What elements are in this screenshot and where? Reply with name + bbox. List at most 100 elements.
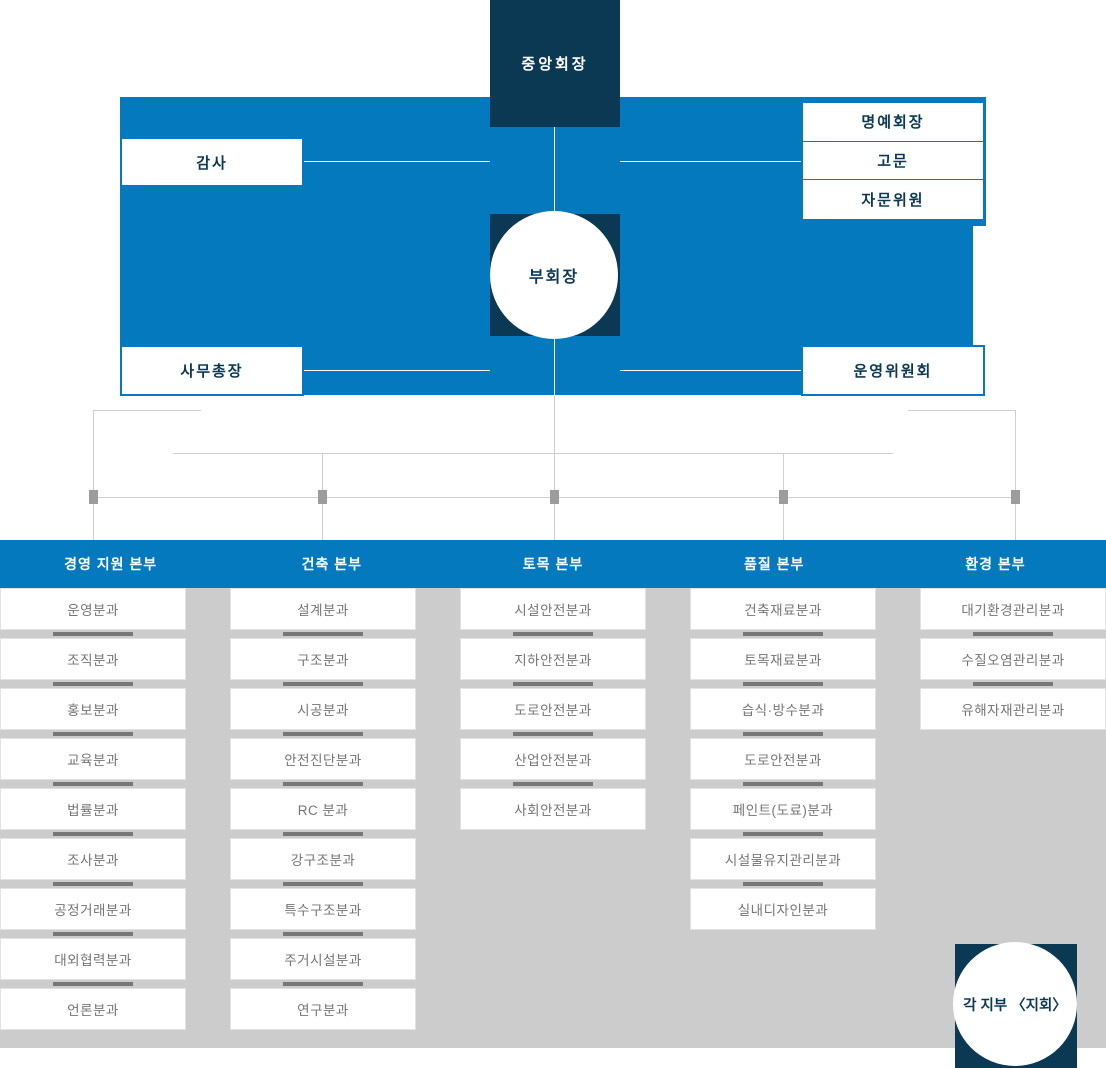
- secretary-general-node[interactable]: 사무총장: [120, 345, 304, 396]
- subcommittee-label: 페인트(도료)분과: [732, 803, 834, 818]
- division-header-quality[interactable]: 품질 본부: [664, 540, 885, 588]
- advisory-item-honorary-chairman[interactable]: 명예회장: [803, 103, 983, 142]
- subcommittee-item[interactable]: 언론분과: [0, 988, 186, 1030]
- branch-circle: 각 지부 〈지회〉: [953, 942, 1077, 1066]
- vice-chairman-node[interactable]: 부회장: [490, 211, 618, 339]
- tree-node-marker-5: [1011, 490, 1020, 504]
- tree-drop-col-4: [783, 497, 784, 540]
- subcommittee-item[interactable]: 공정거래분과: [0, 888, 186, 930]
- tree-branch-top-right: [908, 410, 1016, 411]
- auditor-label: 감사: [196, 154, 228, 172]
- subcommittee-label: 수질오염관리분과: [961, 653, 1065, 668]
- column-civil: 시설안전분과 지하안전분과 도로안전분과 산업안전분과 사회안전분과: [460, 588, 646, 830]
- column-architecture: 설계분과 구조분과 시공분과 안전진단분과 RC 분과 강구조분과 특수구조분과…: [230, 588, 416, 1030]
- tree-drop-col-1: [93, 497, 94, 540]
- chairman-node[interactable]: 중앙회장: [490, 0, 620, 127]
- subcommittee-item[interactable]: 운영분과: [0, 588, 186, 630]
- subcommittee-item[interactable]: 홍보분과: [0, 688, 186, 730]
- connector-line-advisory: [620, 161, 801, 162]
- advisory-item-advisory-member[interactable]: 자문위원: [803, 180, 983, 219]
- subcommittee-label: 운영분과: [67, 603, 119, 618]
- connector-line-chairman-vertical: [554, 127, 555, 214]
- subcommittee-label: 안전진단분과: [284, 753, 362, 768]
- subcommittee-item[interactable]: 법률분과: [0, 788, 186, 830]
- chairman-label: 중앙회장: [521, 56, 589, 73]
- subcommittee-item[interactable]: 토목재료분과: [690, 638, 876, 680]
- subcommittee-item[interactable]: 안전진단분과: [230, 738, 416, 780]
- division-header-architecture[interactable]: 건축 본부: [221, 540, 442, 588]
- column-inner: 운영분과 조직분과 홍보분과 교육분과 법률분과 조사분과 공정거래분과 대외협…: [0, 588, 186, 1030]
- subcommittee-label: 산업안전분과: [514, 753, 592, 768]
- tree-branch-top-left: [93, 410, 201, 411]
- connector-line-secretary: [304, 370, 490, 371]
- tree-drop-mid-left: [322, 453, 323, 497]
- subcommittee-item[interactable]: 시설안전분과: [460, 588, 646, 630]
- tree-node-marker-3: [550, 490, 559, 504]
- subcommittee-item[interactable]: 수질오염관리분과: [920, 638, 1106, 680]
- tree-drop-col-5: [1015, 497, 1016, 540]
- column-environment: 대기환경관리분과 수질오염관리분과 유해자재관리분과: [920, 588, 1106, 730]
- advisory-item-label: 고문: [877, 152, 909, 170]
- division-header-bar: 경영 지원 본부 건축 본부 토목 본부 품질 본부 환경 본부: [0, 540, 1106, 588]
- subcommittee-label: 지하안전분과: [514, 653, 592, 668]
- subcommittee-item[interactable]: 산업안전분과: [460, 738, 646, 780]
- subcommittee-item[interactable]: 페인트(도료)분과: [690, 788, 876, 830]
- tree-node-marker-2: [318, 490, 327, 504]
- column-inner: 건축재료분과 토목재료분과 습식·방수분과 도로안전분과 페인트(도료)분과 시…: [690, 588, 876, 930]
- division-header-label: 토목 본부: [522, 556, 584, 572]
- division-header-label: 품질 본부: [744, 556, 805, 572]
- subcommittee-label: 법률분과: [67, 803, 119, 818]
- subcommittee-item[interactable]: 시설물유지관리분과: [690, 838, 876, 880]
- subcommittee-item[interactable]: 유해자재관리분과: [920, 688, 1106, 730]
- subcommittee-item[interactable]: 연구분과: [230, 988, 416, 1030]
- subcommittee-label: 특수구조분과: [284, 903, 362, 918]
- tree-node-marker-4: [779, 490, 788, 504]
- tree-drop-col-3: [554, 497, 555, 540]
- division-header-management[interactable]: 경영 지원 본부: [0, 540, 221, 588]
- subcommittee-label: 사회안전분과: [514, 803, 592, 818]
- subcommittee-item[interactable]: 대외협력분과: [0, 938, 186, 980]
- subcommittee-label: 구조분과: [297, 653, 349, 668]
- subcommittee-label: 연구분과: [297, 1003, 349, 1018]
- subcommittee-item[interactable]: 교육분과: [0, 738, 186, 780]
- advisory-item-adviser[interactable]: 고문: [803, 142, 983, 181]
- subcommittee-item[interactable]: 사회안전분과: [460, 788, 646, 830]
- subcommittee-item[interactable]: 실내디자인분과: [690, 888, 876, 930]
- subcommittee-item[interactable]: 특수구조분과: [230, 888, 416, 930]
- column-quality: 건축재료분과 토목재료분과 습식·방수분과 도로안전분과 페인트(도료)분과 시…: [690, 588, 876, 930]
- operating-committee-node[interactable]: 운영위원회: [801, 345, 985, 396]
- subcommittee-item[interactable]: 주거시설분과: [230, 938, 416, 980]
- division-header-civil[interactable]: 토목 본부: [442, 540, 663, 588]
- division-header-label: 경영 지원 본부: [64, 556, 158, 572]
- subcommittee-item[interactable]: 도로안전분과: [690, 738, 876, 780]
- subcommittee-label: 언론분과: [67, 1003, 119, 1018]
- subcommittee-item[interactable]: 건축재료분과: [690, 588, 876, 630]
- subcommittee-item[interactable]: 조직분과: [0, 638, 186, 680]
- branch-office-node[interactable]: 각 지부 〈지회〉: [953, 942, 1077, 1068]
- subcommittee-label: RC 분과: [297, 803, 349, 818]
- subcommittee-item[interactable]: 지하안전분과: [460, 638, 646, 680]
- subcommittee-item[interactable]: 설계분과: [230, 588, 416, 630]
- subcommittee-item[interactable]: 도로안전분과: [460, 688, 646, 730]
- auditor-node[interactable]: 감사: [120, 137, 304, 187]
- subcommittee-item[interactable]: 강구조분과: [230, 838, 416, 880]
- subcommittee-label: 공정거래분과: [54, 903, 132, 918]
- subcommittee-item[interactable]: 조사분과: [0, 838, 186, 880]
- subcommittee-label: 대기환경관리분과: [961, 603, 1065, 618]
- subcommittee-item[interactable]: 대기환경관리분과: [920, 588, 1106, 630]
- subcommittee-item[interactable]: RC 분과: [230, 788, 416, 830]
- subcommittee-item[interactable]: 습식·방수분과: [690, 688, 876, 730]
- division-header-environment[interactable]: 환경 본부: [885, 540, 1106, 588]
- subcommittee-item[interactable]: 구조분과: [230, 638, 416, 680]
- advisory-group: 명예회장 고문 자문위원: [801, 101, 985, 221]
- subcommittee-label: 홍보분과: [67, 703, 119, 718]
- tree-node-marker-1: [89, 490, 98, 504]
- subcommittee-label: 조직분과: [67, 653, 119, 668]
- subcommittee-label: 교육분과: [67, 753, 119, 768]
- column-inner: 시설안전분과 지하안전분과 도로안전분과 산업안전분과 사회안전분과: [460, 588, 646, 830]
- subcommittee-label: 건축재료분과: [744, 603, 822, 618]
- division-header-label: 건축 본부: [301, 556, 363, 572]
- subcommittee-label: 유해자재관리분과: [961, 703, 1065, 718]
- subcommittee-item[interactable]: 시공분과: [230, 688, 416, 730]
